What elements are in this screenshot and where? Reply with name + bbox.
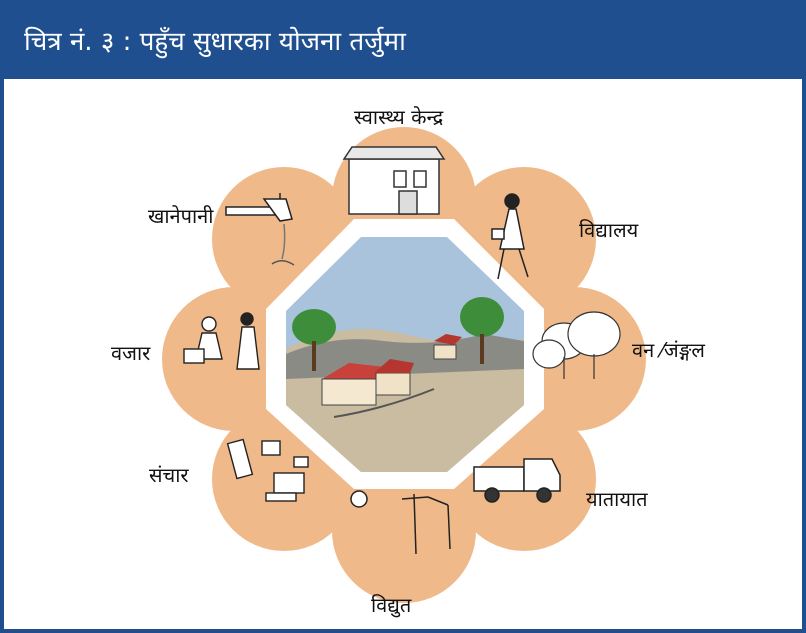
truck-icon (473, 458, 561, 503)
label-health-center: स्वास्थ्य केन्द्र (354, 105, 444, 129)
label-transport: यातायात (586, 487, 648, 511)
school-girl-icon (491, 193, 529, 280)
electricity-pole-icon (350, 490, 451, 555)
figure-title: चित्र नं. ३ : पहुँच सुधारका योजना तर्जुम… (24, 27, 406, 57)
access-diagram (162, 127, 646, 603)
label-water-supply: खानेपानी (148, 204, 214, 228)
telephone-computer-icon (226, 438, 309, 502)
label-electricity: विद्युत (371, 593, 412, 617)
village-scene-icon (286, 297, 524, 472)
label-communication: संचार (149, 463, 189, 487)
market-vendors-icon (183, 312, 260, 370)
health-post-building-icon (342, 146, 446, 215)
forest-trees-icon (532, 311, 621, 379)
water-tap-icon (225, 193, 295, 266)
figure-header: चित्र नं. ३ : पहुँच सुधारका योजना तर्जुम… (4, 4, 802, 79)
label-school: विद्यालय (579, 218, 639, 242)
label-forest: वन ⁄जंङ्गल (632, 338, 705, 362)
label-market: वजार (111, 341, 151, 365)
